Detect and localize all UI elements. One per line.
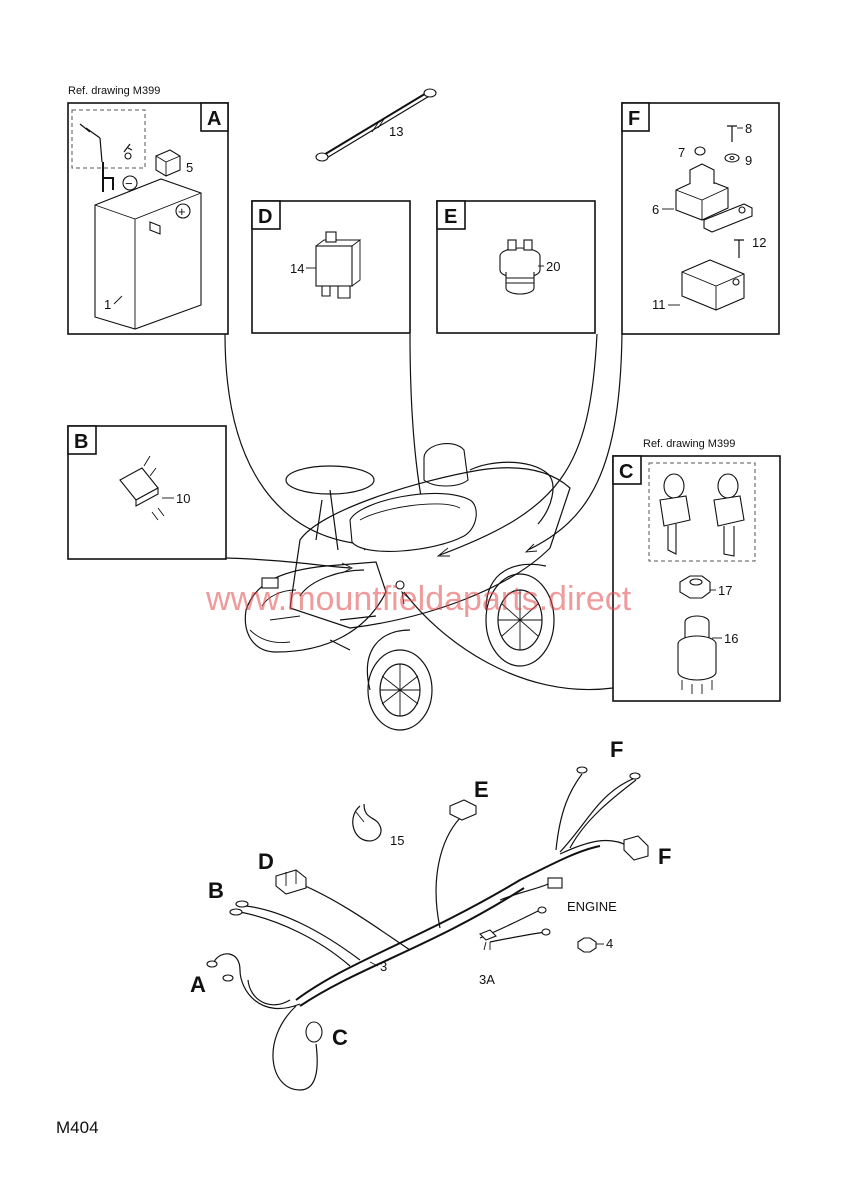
- label-12: 12: [752, 235, 766, 250]
- panel-d-letter: D: [258, 206, 272, 228]
- panel-c-letter: C: [619, 461, 633, 483]
- panel-d: D 14: [251, 200, 411, 334]
- wiring-harness: 15: [190, 737, 671, 1091]
- label-13: 13: [389, 124, 403, 139]
- label-17: 17: [718, 583, 732, 598]
- panel-a-ref-note: Ref. drawing M399: [68, 85, 160, 97]
- label-3a: 3A: [479, 972, 495, 987]
- panel-f: F 8 7 9 6 12 11: [621, 102, 780, 335]
- harness-letter-e: E: [474, 777, 489, 802]
- harness-letter-b: B: [208, 878, 224, 903]
- panel-b: B 10: [67, 425, 227, 560]
- label-1: 1: [104, 297, 111, 312]
- label-4: 4: [606, 936, 613, 951]
- label-5: 5: [186, 160, 193, 175]
- drawing-code: M404: [56, 1118, 99, 1137]
- panel-a-letter: A: [207, 108, 221, 130]
- ride-on-mower-illustration: [244, 443, 571, 731]
- label-3: 3: [380, 959, 387, 974]
- panel-e: E 20: [436, 200, 596, 334]
- harness-letter-d: D: [258, 849, 274, 874]
- label-8: 8: [745, 121, 752, 136]
- panel-b-letter: B: [74, 431, 88, 453]
- engine-label: ENGINE: [567, 899, 617, 914]
- panel-a: Ref. drawing M399 A 5 − + 1: [67, 85, 229, 335]
- panel-f-letter: F: [628, 108, 640, 130]
- harness-letter-a: A: [190, 972, 206, 997]
- label-6: 6: [652, 202, 659, 217]
- leader-lines: [224, 333, 623, 691]
- label-10: 10: [176, 491, 190, 506]
- panel-e-letter: E: [444, 206, 457, 228]
- label-11: 11: [652, 297, 666, 312]
- label-7: 7: [678, 145, 685, 160]
- watermark-text: www.mountfieldaparts.direct: [205, 580, 632, 618]
- harness-letter-f-top: F: [610, 737, 623, 762]
- label-15: 15: [390, 833, 404, 848]
- panel-c: Ref. drawing M399 C 17 16: [612, 438, 781, 702]
- battery-plus-sign: +: [178, 204, 186, 219]
- panel-c-ref-note: Ref. drawing M399: [643, 438, 735, 450]
- cable-13: 13: [315, 88, 437, 162]
- label-14: 14: [290, 261, 304, 276]
- battery-minus-sign: −: [125, 176, 133, 191]
- label-16: 16: [724, 631, 738, 646]
- label-20: 20: [546, 259, 560, 274]
- harness-letter-f-right: F: [658, 844, 671, 869]
- harness-letter-c: C: [332, 1025, 348, 1050]
- label-9: 9: [745, 153, 752, 168]
